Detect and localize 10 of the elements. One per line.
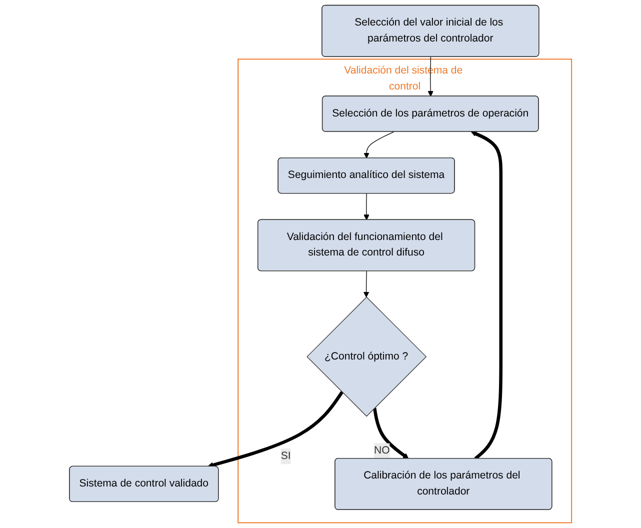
arrow bbox=[372, 408, 409, 459]
edge-label: SI bbox=[280, 450, 291, 462]
node-diamond: ¿Control óptimo ? bbox=[306, 296, 427, 417]
arrow bbox=[208, 391, 344, 468]
arrow bbox=[363, 270, 370, 298]
arrow bbox=[428, 56, 434, 97]
arrow bbox=[364, 193, 370, 220]
arrow bbox=[470, 131, 503, 460]
arrow bbox=[364, 131, 394, 158]
edge-label: NO bbox=[374, 445, 390, 456]
